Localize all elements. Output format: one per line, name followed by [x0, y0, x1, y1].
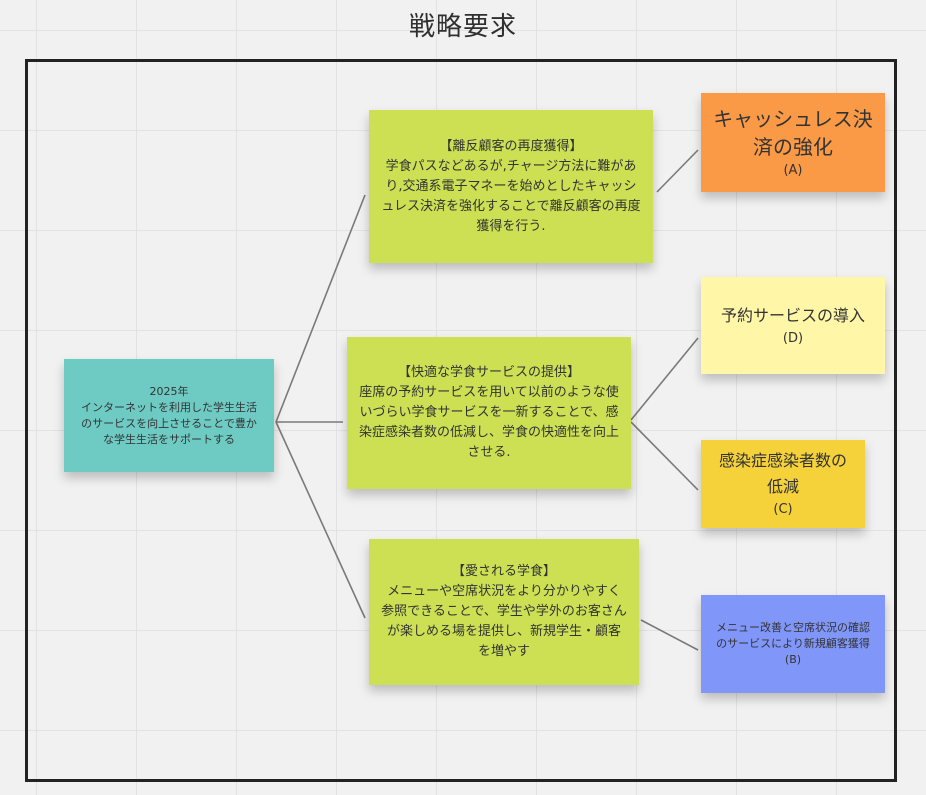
requirement-code: (C): [773, 502, 793, 517]
requirement-code: (B): [784, 653, 802, 666]
strategy-text: メニューや空席状況をより分かりやすく参照できることで、学生や学外のお客さんが楽し…: [381, 584, 627, 659]
requirement-name: キャッシュレス決済の強化: [713, 106, 873, 159]
requirement-note-c[interactable]: 感染症感染者数の低減 (C): [701, 440, 865, 528]
strategy-heading: 【快適な学食サービスの提供】: [397, 365, 580, 380]
connector-root-strategy-1: [275, 194, 366, 423]
connector-strategy-2-req-d: [630, 337, 699, 421]
strategy-heading: 【離反顧客の再度獲得】: [439, 138, 583, 154]
strategy-text: 座席の予約サービスを用いて以前のような使いづらい学食サービスを一新することで、感…: [359, 385, 620, 460]
root-goal-year: 2025年: [149, 384, 189, 398]
strategy-heading: 【愛される学食】: [451, 564, 556, 579]
diagram-frame: [25, 59, 897, 782]
connector-strategy-1-req-a: [656, 149, 699, 193]
connector-strategy-3-req-b: [640, 619, 699, 651]
requirement-note-a[interactable]: キャッシュレス決済の強化 (A): [701, 93, 885, 192]
requirement-note-d[interactable]: 予約サービスの導入 (D): [701, 277, 885, 374]
requirement-code: (D): [782, 330, 804, 346]
requirement-name: 感染症感染者数の低減: [718, 451, 847, 496]
requirement-name: 予約サービスの導入: [720, 305, 865, 325]
root-goal-text: インターネットを利用した学生生活のサービスを向上させることで豊かな学生生活をサポ…: [81, 400, 257, 446]
requirement-name: メニュー改善と空席状況の確認のサービスにより新規顧客獲得: [716, 621, 870, 650]
requirement-note-b[interactable]: メニュー改善と空席状況の確認のサービスにより新規顧客獲得 (B): [701, 595, 885, 693]
requirement-code: (A): [783, 162, 803, 178]
strategy-note-regain-customers[interactable]: 【離反顧客の再度獲得】 学食パスなどあるが,チャージ方法に難があり,交通系電子マ…: [369, 110, 653, 263]
strategy-note-comfortable-service[interactable]: 【快適な学食サービスの提供】 座席の予約サービスを用いて以前のような使いづらい学…: [347, 337, 631, 489]
root-goal-note[interactable]: 2025年 インターネットを利用した学生生活のサービスを向上させることで豊かな学…: [64, 359, 274, 472]
strategy-note-loved-cafeteria[interactable]: 【愛される学食】 メニューや空席状況をより分かりやすく参照できることで、学生や学…: [369, 539, 639, 685]
strategy-text: 学食パスなどあるが,チャージ方法に難があり,交通系電子マネーを始めとしたキャッシ…: [381, 158, 641, 234]
connector-strategy-2-req-c: [630, 421, 699, 491]
connector-root-strategy-3: [275, 421, 366, 619]
page-title: 戦略要求: [408, 12, 517, 42]
